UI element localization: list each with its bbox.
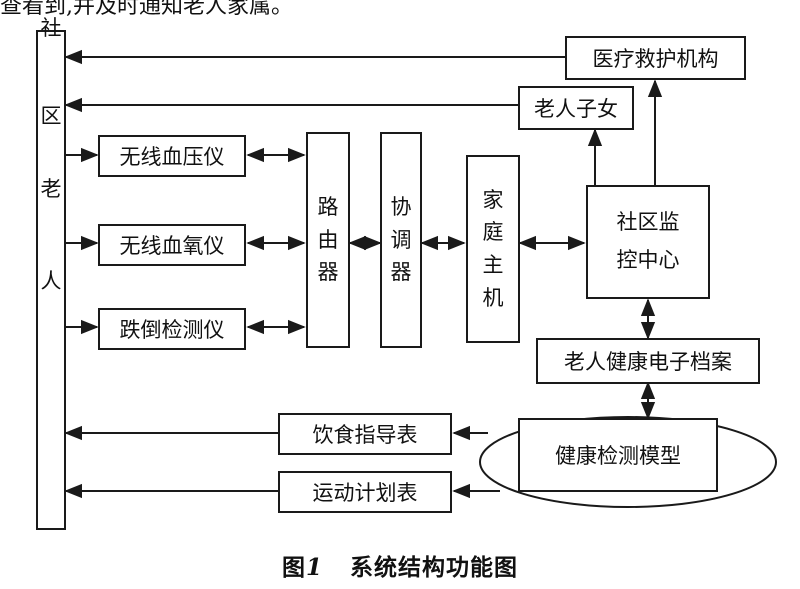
coordinator-char-2: 调 xyxy=(390,227,412,252)
node-home-host: 家 庭 主 机 xyxy=(466,155,520,343)
node-router: 路 由 器 xyxy=(306,132,350,348)
caption-number: 1 xyxy=(305,554,323,581)
host-char-4: 机 xyxy=(482,285,504,310)
coordinator-char-1: 协 xyxy=(390,195,412,220)
top-text-fragment: 查看到,并及时通知老人家属。 xyxy=(0,0,293,19)
router-char-1: 路 xyxy=(317,195,339,220)
caption-prefix: 图 xyxy=(281,554,306,581)
coordinator-char-3: 器 xyxy=(390,260,412,285)
caption-title: 系统结构功能图 xyxy=(350,554,519,581)
elderly-char-4: 人 xyxy=(40,269,62,294)
host-char-1: 家 xyxy=(482,187,504,212)
router-char-2: 由 xyxy=(317,227,339,252)
node-fall-detector: 跌倒检测仪 xyxy=(98,308,246,350)
host-char-3: 主 xyxy=(482,253,504,277)
node-children: 老人子女 xyxy=(518,86,634,130)
health-model-ellipse xyxy=(479,416,777,508)
router-char-3: 器 xyxy=(317,260,339,285)
node-oximeter: 无线血氧仪 xyxy=(98,224,246,266)
center-line-1: 社区监 xyxy=(616,210,680,235)
elderly-char-2: 区 xyxy=(40,103,62,128)
node-diet-guide: 饮食指导表 xyxy=(278,413,452,455)
node-coordinator: 协 调 器 xyxy=(380,132,422,348)
elderly-char-1: 社 xyxy=(40,16,62,41)
node-medical-rescue: 医疗救护机构 xyxy=(565,36,746,80)
node-community-elderly: 社 区 老 人 xyxy=(36,16,66,530)
node-bp-monitor: 无线血压仪 xyxy=(98,135,246,177)
center-line-2: 控中心 xyxy=(616,248,680,272)
figure-caption: 图1 系统结构功能图 xyxy=(0,548,800,582)
node-monitor-center: 社区监 控中心 xyxy=(586,185,710,299)
node-health-archive: 老人健康电子档案 xyxy=(536,338,760,384)
host-char-2: 庭 xyxy=(482,220,504,245)
elderly-char-3: 老 xyxy=(40,176,62,201)
node-exercise-plan: 运动计划表 xyxy=(278,471,452,513)
node-health-model: 健康检测模型 xyxy=(518,418,718,492)
